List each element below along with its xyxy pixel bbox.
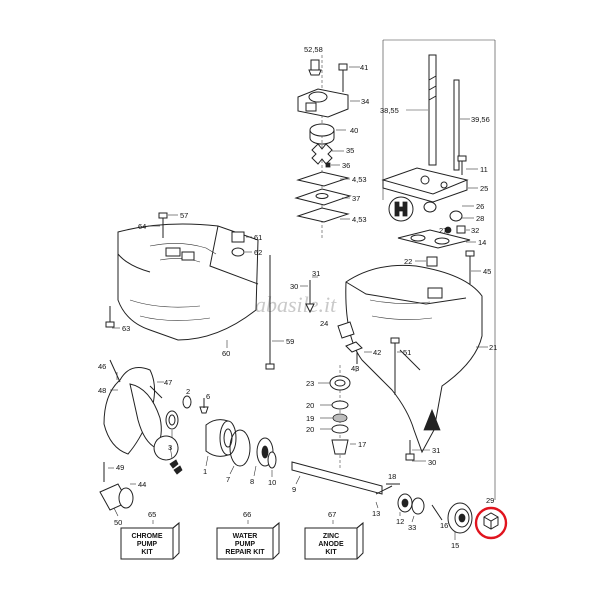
callout-30-upper: 30 <box>290 282 298 291</box>
callout-14: 14 <box>478 238 486 247</box>
callout-4-53-lower: 4,53 <box>352 215 367 224</box>
callout-10: 10 <box>268 478 276 487</box>
callout-59: 59 <box>286 337 294 346</box>
callout-61: 61 <box>254 233 262 242</box>
callout-labels: 52,58 41 34 40 35 36 4,53 37 4,53 38,55 … <box>98 45 497 550</box>
callout-66: 66 <box>243 510 251 519</box>
callout-52-58: 52,58 <box>304 45 323 54</box>
propeller-group <box>99 359 383 517</box>
callout-28: 28 <box>476 214 484 223</box>
callout-19: 19 <box>306 414 314 423</box>
callout-44: 44 <box>138 480 146 489</box>
callout-17: 17 <box>358 440 366 449</box>
callout-2: 2 <box>186 387 190 396</box>
callout-40: 40 <box>350 126 358 135</box>
kit-zinc-line3: KIT <box>325 549 337 556</box>
callout-39-56: 39,56 <box>471 115 490 124</box>
kit-chrome-line2: PUMP <box>137 541 158 548</box>
callout-35: 35 <box>346 146 354 155</box>
callout-38-55: 38,55 <box>380 106 399 115</box>
kit-zinc-anode[interactable]: ZINC ANODE KIT <box>304 520 364 560</box>
callout-32: 32 <box>471 226 479 235</box>
callout-49: 49 <box>116 463 124 472</box>
callout-64: 64 <box>138 222 146 231</box>
callout-36: 36 <box>342 161 350 170</box>
callout-42: 42 <box>373 348 381 357</box>
callout-22: 22 <box>404 257 412 266</box>
kit-water-pump-repair[interactable]: WATER PUMP REPAIR KIT <box>216 520 280 560</box>
kit-chrome-line1: CHROME <box>131 533 162 540</box>
callout-7: 7 <box>226 475 230 484</box>
callout-50: 50 <box>114 518 122 527</box>
callout-45: 45 <box>483 267 491 276</box>
callout-12: 12 <box>396 517 404 526</box>
kit-water-line2: PUMP <box>235 541 256 548</box>
callout-23: 23 <box>306 379 314 388</box>
callout-41: 41 <box>360 63 368 72</box>
kit-chrome-line3: KIT <box>141 549 153 556</box>
highlight-circle <box>474 506 508 540</box>
callout-6: 6 <box>206 392 210 401</box>
callout-47: 47 <box>164 378 172 387</box>
exhaust-housing <box>105 212 284 370</box>
callout-20-upper: 20 <box>306 401 314 410</box>
callout-65: 65 <box>148 510 156 519</box>
kit-water-line3: REPAIR KIT <box>225 549 265 556</box>
callout-30-lower: 30 <box>428 458 436 467</box>
callout-20-lower: 20 <box>306 425 314 434</box>
callout-67: 67 <box>328 510 336 519</box>
gearcase-housing <box>300 264 488 462</box>
callout-46: 46 <box>98 362 106 371</box>
adapter-plate <box>381 167 481 284</box>
callout-57: 57 <box>180 211 188 220</box>
callout-1: 1 <box>203 467 207 476</box>
callout-27: 27 <box>439 226 447 235</box>
pinion-stack <box>318 365 356 470</box>
callout-16: 16 <box>440 521 448 530</box>
callout-34: 34 <box>361 97 369 106</box>
callout-63: 63 <box>122 324 130 333</box>
callout-4-53-upper: 4,53 <box>352 175 367 184</box>
callout-3: 3 <box>168 443 172 452</box>
callout-24: 24 <box>320 319 328 328</box>
kit-chrome-pump[interactable]: CHROME PUMP KIT <box>120 520 180 560</box>
callout-43: 43 <box>351 364 359 373</box>
callout-31-upper: 31 <box>312 269 320 278</box>
callout-37: 37 <box>352 194 360 203</box>
callout-48: 48 <box>98 386 106 395</box>
callout-15: 15 <box>451 541 459 550</box>
callout-18: 18 <box>388 472 396 481</box>
shafts <box>382 39 496 500</box>
callout-13: 13 <box>372 509 380 518</box>
callout-51: 51 <box>403 348 411 357</box>
callout-25: 25 <box>480 184 488 193</box>
callout-60: 60 <box>222 349 230 358</box>
callout-9: 9 <box>292 485 296 494</box>
kit-zinc-line2: ANODE <box>318 541 344 548</box>
callout-29: 29 <box>486 496 494 505</box>
callout-33: 33 <box>408 523 416 532</box>
water-pump-stack <box>294 55 360 240</box>
callout-8: 8 <box>250 477 254 486</box>
callout-31-lower: 31 <box>432 446 440 455</box>
callout-11: 11 <box>480 165 488 174</box>
callout-62: 62 <box>254 248 262 257</box>
kit-zinc-line1: ZINC <box>323 533 339 540</box>
shaft-items <box>375 483 508 540</box>
callout-21: 21 <box>489 343 497 352</box>
callout-26: 26 <box>476 202 484 211</box>
kit-water-line1: WATER <box>233 533 258 540</box>
